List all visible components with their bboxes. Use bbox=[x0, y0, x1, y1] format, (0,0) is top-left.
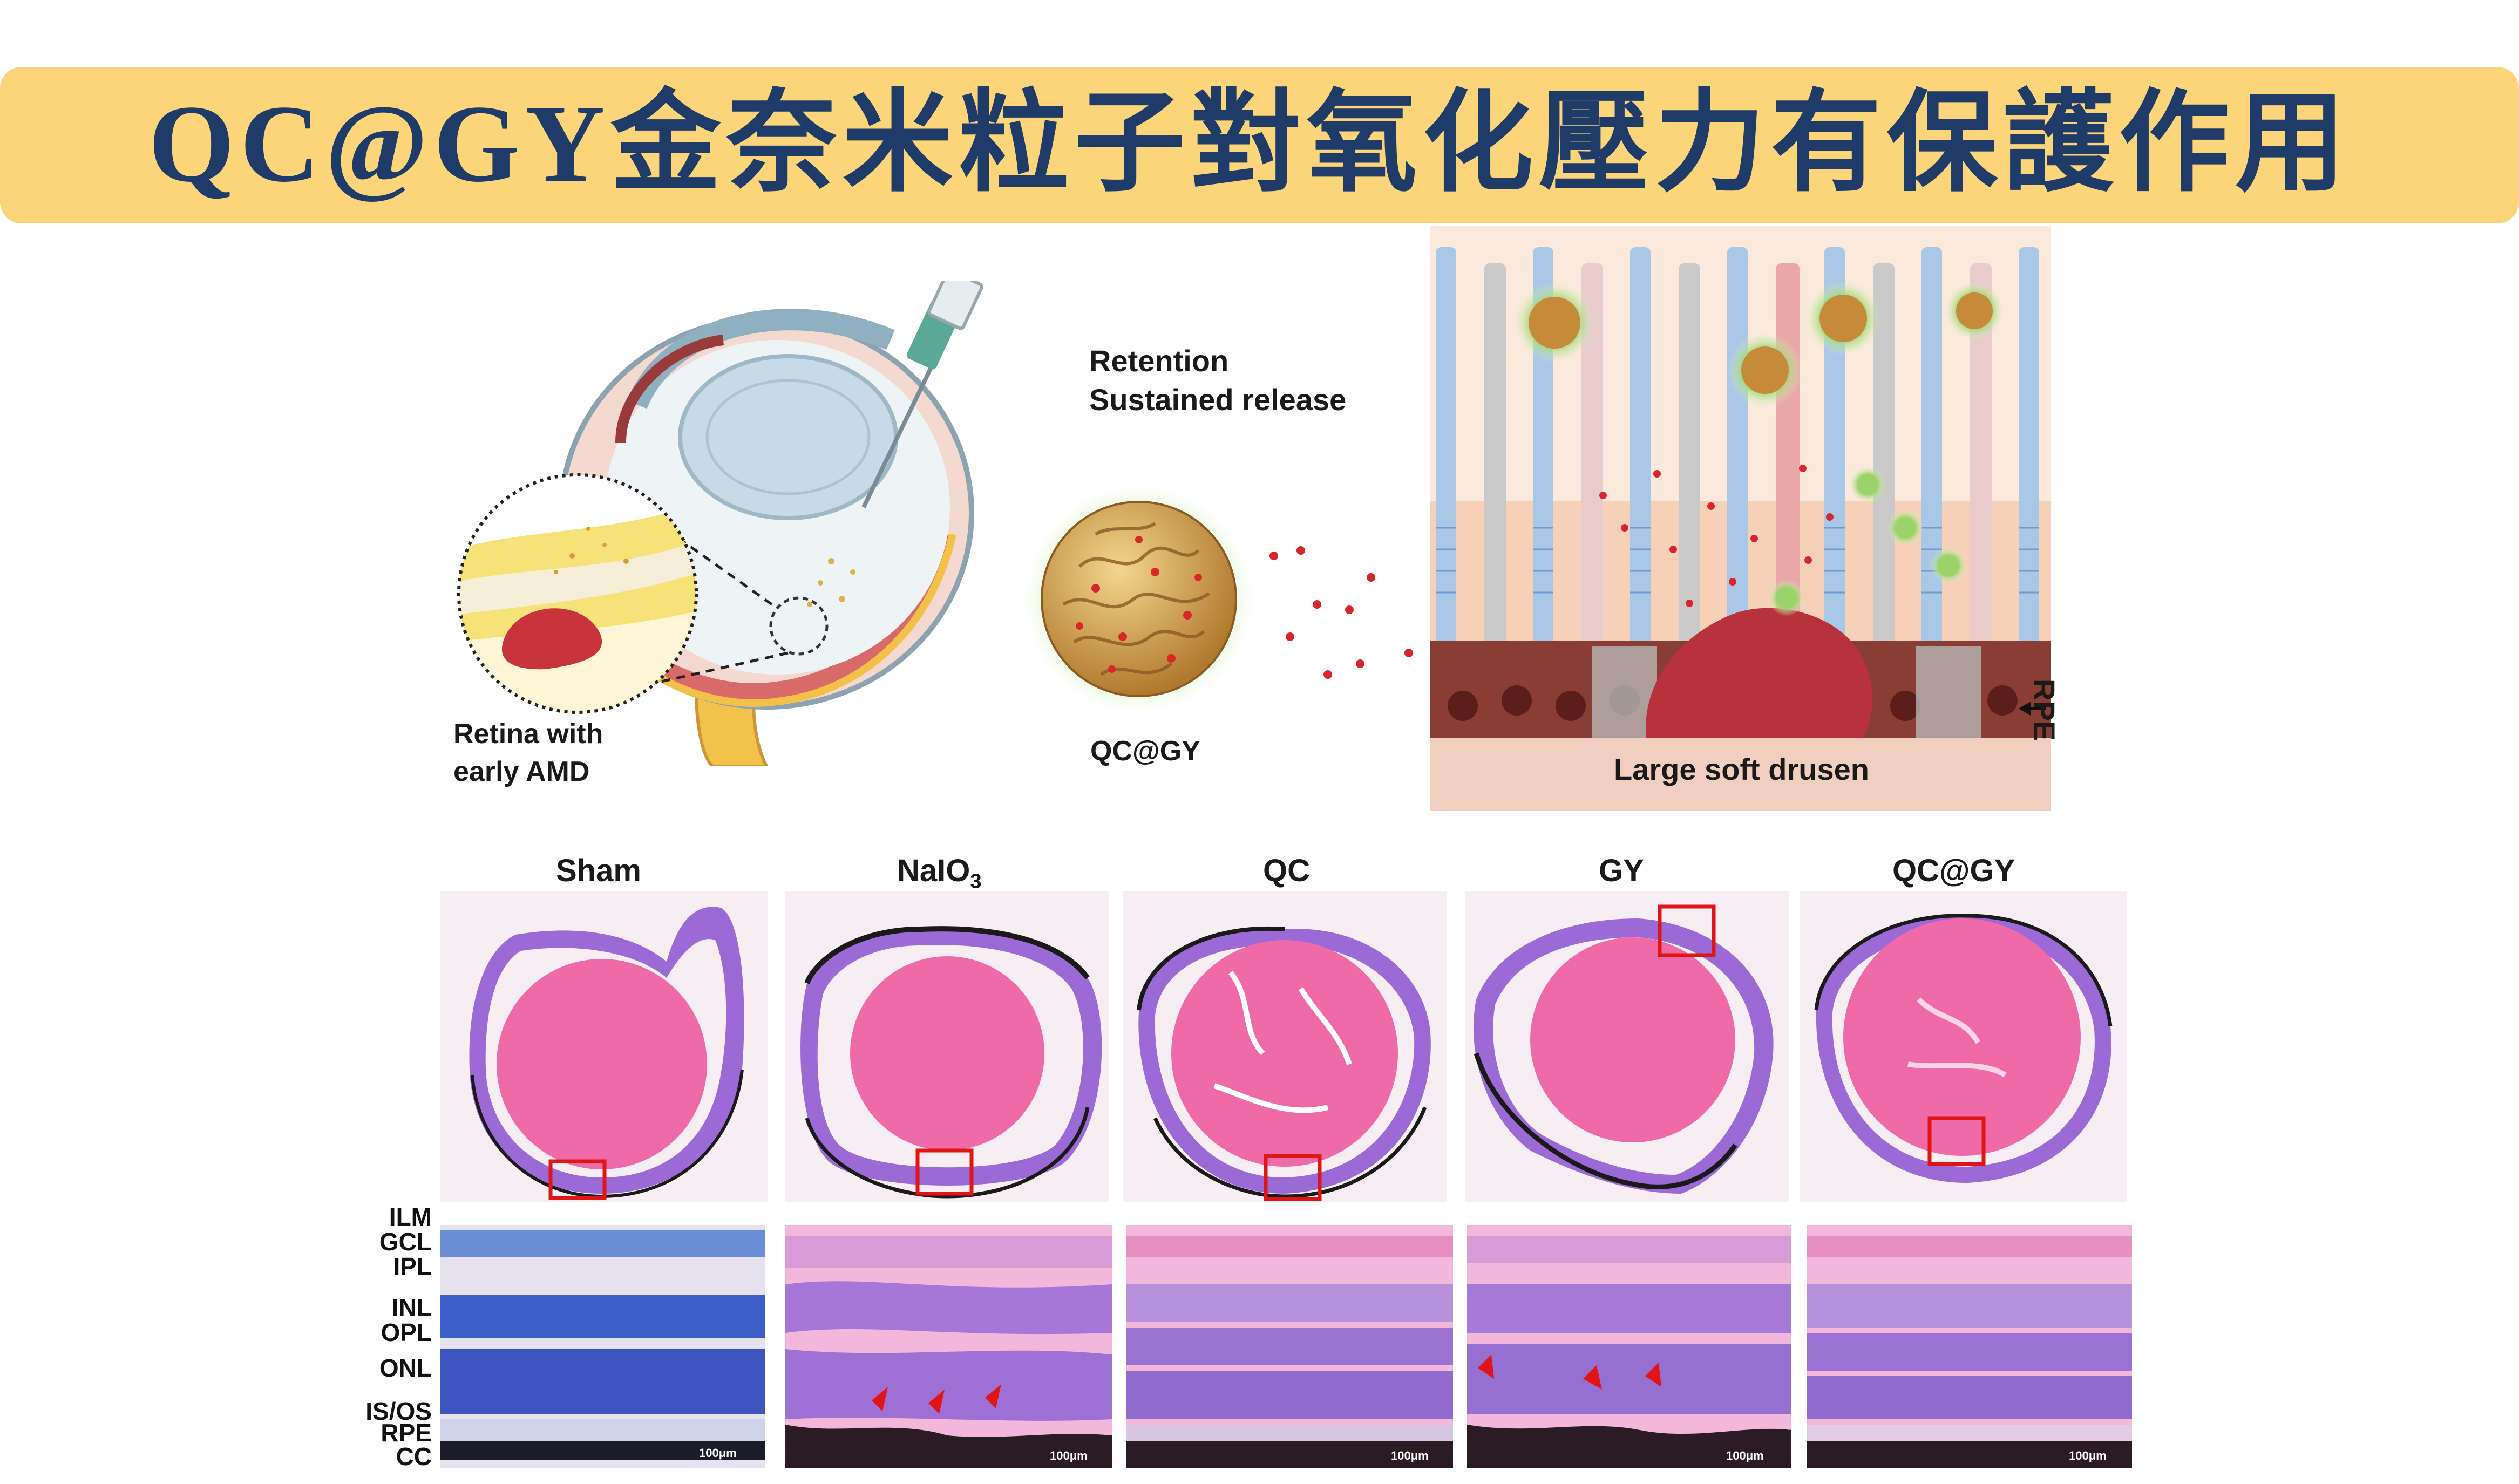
retina-cell-illustration bbox=[1430, 226, 2051, 811]
retina-label-line2: early AMD bbox=[453, 756, 590, 787]
layer-label-onl: ONL bbox=[379, 1354, 432, 1382]
magnified-retina-circle bbox=[453, 469, 702, 718]
group-label-sham: Sham bbox=[556, 853, 641, 888]
title-banner bbox=[0, 67, 2519, 223]
group-label-naio3: NaIO3 bbox=[897, 853, 982, 893]
released-molecules bbox=[1263, 540, 1425, 702]
retina-strip-sham: 100μm bbox=[440, 1225, 765, 1468]
layer-label-gcl: GCL bbox=[379, 1228, 432, 1256]
layer-label-ipl: IPL bbox=[393, 1252, 432, 1281]
group-label-qcgy: QC@GY bbox=[1892, 853, 2015, 888]
retina-strip-naio3: 100μm bbox=[785, 1225, 1112, 1468]
particle-label: QC@GY bbox=[1090, 736, 1200, 767]
layer-label-cc: CC bbox=[396, 1442, 432, 1471]
retina-strip-qc: 100μm bbox=[1126, 1225, 1453, 1468]
retina-strip-gy: 100μm bbox=[1467, 1225, 1791, 1468]
scale-bar-qcgy: 100μm bbox=[2069, 1449, 2107, 1462]
eye-section-sham bbox=[440, 891, 768, 1202]
layer-label-isos: IS/OS bbox=[365, 1397, 432, 1425]
eye-section-gy bbox=[1465, 891, 1789, 1202]
retinal-layer-labels: ILM GCL IPL INL OPL ONL IS/OS RPE CC bbox=[345, 1204, 432, 1474]
layer-label-rpe: RPE bbox=[381, 1419, 432, 1447]
eye-section-naio3 bbox=[785, 891, 1109, 1202]
eye-section-qc bbox=[1123, 891, 1447, 1202]
layer-label-opl: OPL bbox=[381, 1318, 432, 1346]
scale-bar-qc: 100μm bbox=[1391, 1449, 1429, 1462]
rpe-label: RPE bbox=[2027, 679, 2061, 741]
group-label-qc: QC bbox=[1263, 853, 1310, 888]
group-label-gy: GY bbox=[1599, 853, 1644, 888]
drusen-label: Large soft drusen bbox=[1614, 752, 1869, 786]
page-title: QC@GY金奈米粒子對氧化壓力有保護作用 bbox=[148, 83, 2351, 205]
retention-label-line2: Sustained release bbox=[1089, 383, 1347, 417]
retina-label-line1: Retina with bbox=[453, 718, 603, 750]
layer-label-ilm: ILM bbox=[389, 1203, 432, 1231]
scale-bar-gy: 100μm bbox=[1726, 1449, 1764, 1462]
retina-strip-qcgy: 100μm bbox=[1807, 1225, 2132, 1468]
retention-label-line1: Retention bbox=[1089, 344, 1229, 378]
layer-label-inl: INL bbox=[391, 1294, 432, 1322]
eye-section-qcgy bbox=[1800, 891, 2127, 1202]
scale-bar-naio3: 100μm bbox=[1050, 1449, 1088, 1462]
scale-bar-sham: 100μm bbox=[699, 1446, 737, 1460]
qcgy-nanoparticle bbox=[1015, 486, 1263, 712]
